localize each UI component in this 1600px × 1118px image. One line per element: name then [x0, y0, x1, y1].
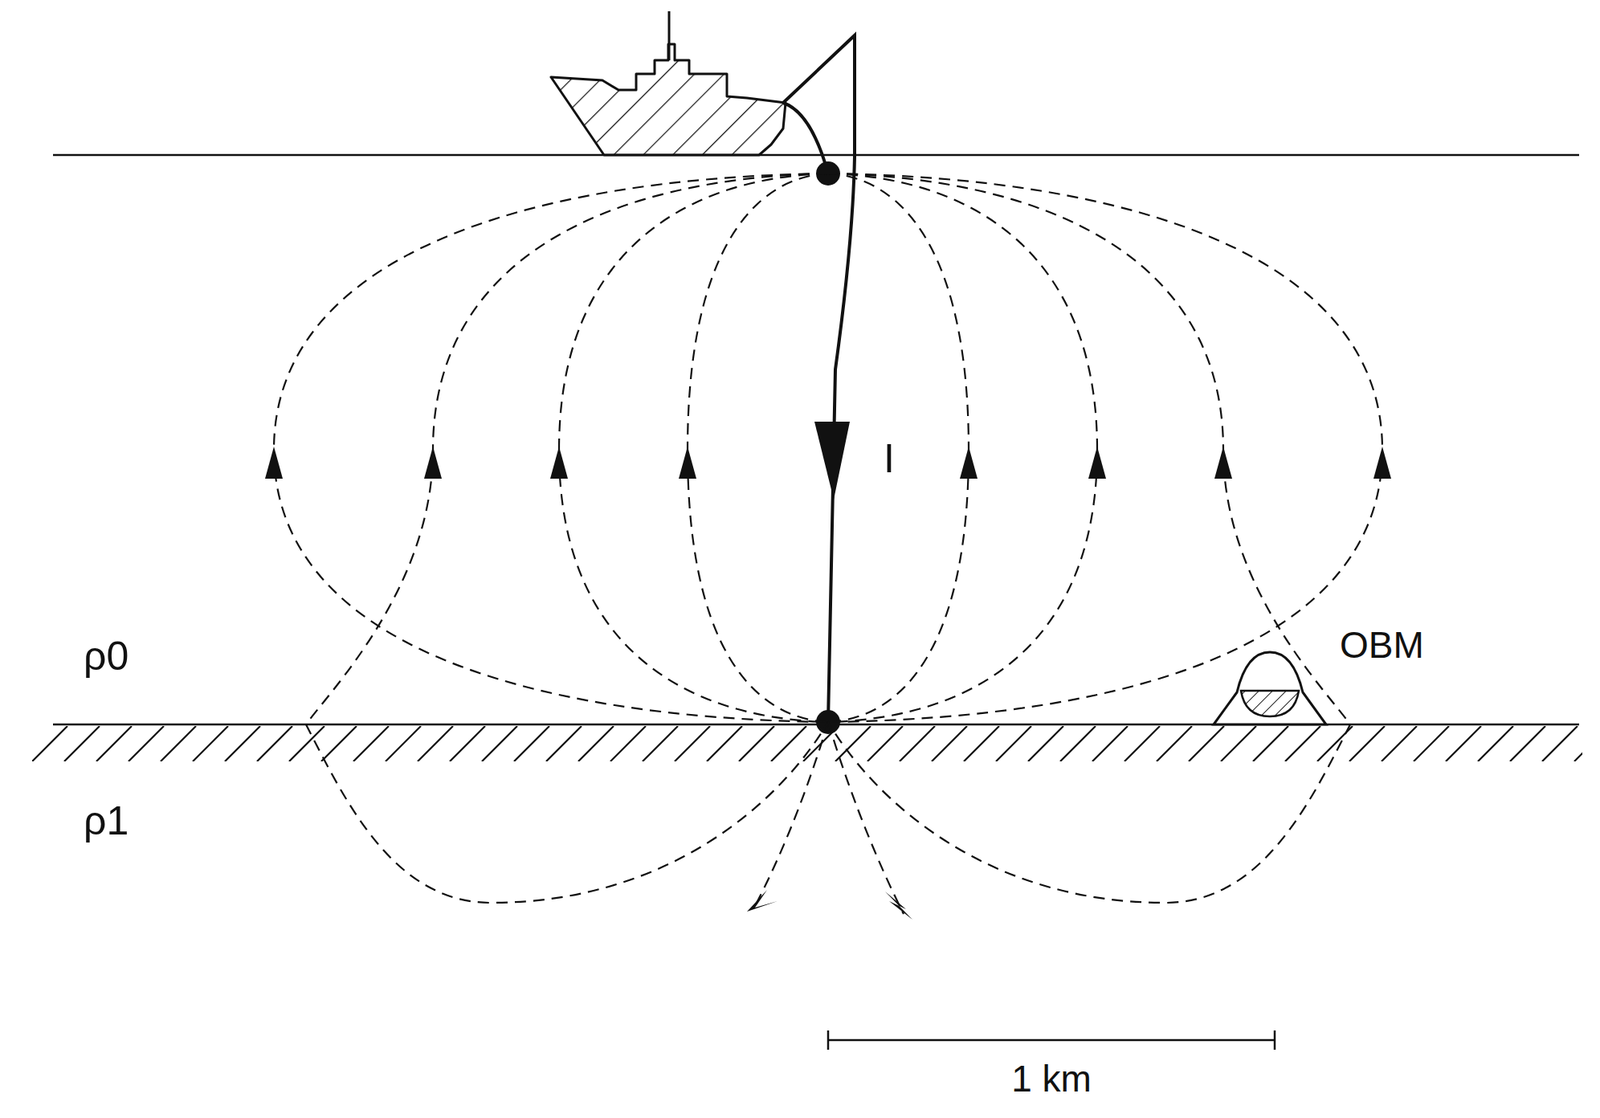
current-arrowhead: [814, 421, 850, 500]
scale-label: 1 km: [1008, 1058, 1095, 1100]
sea-surface: [53, 154, 1580, 157]
current-label: I: [880, 436, 898, 482]
ship: [551, 11, 786, 156]
layer-resistivity: ρ1: [80, 799, 132, 844]
obm-instrument: [1213, 652, 1327, 725]
instrument-label: OBM: [1336, 624, 1428, 666]
electrode-cable: [783, 35, 855, 723]
layer-resistivity: ρ0: [80, 634, 132, 679]
current-arrows: [265, 446, 1392, 920]
scale-bar: [828, 1030, 1275, 1050]
seafloor-hatching: [32, 726, 1583, 762]
current-lines: [273, 173, 1383, 915]
